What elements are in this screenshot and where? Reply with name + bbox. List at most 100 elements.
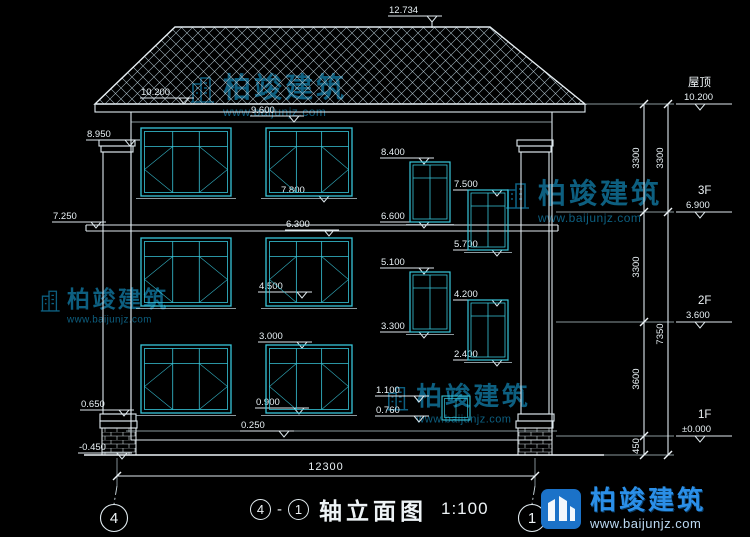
window (406, 271, 454, 335)
floor-elevation: 10.200 (684, 92, 713, 103)
elevation-marker: 8.400 (380, 147, 434, 165)
elevation-value: 8.400 (381, 147, 405, 158)
elevation-value: 4.200 (454, 289, 478, 300)
elevation-marker: 3.300 (380, 321, 434, 339)
elevation-marker: 5.700 (453, 239, 507, 257)
floor-elevation: ±0.000 (682, 424, 711, 435)
floor-elevation: 6.900 (686, 200, 710, 211)
elevation-marker: 4.500 (258, 281, 312, 299)
window (261, 237, 357, 309)
elevation-value: 1.100 (376, 385, 400, 396)
elevation-marker: 0.650 (80, 399, 134, 417)
axis-bubble-right: 1 (528, 510, 536, 527)
elevation-value: 8.950 (87, 129, 111, 140)
watermark-url: www.baijunjz.com (538, 211, 642, 225)
elevation-value: 10.200 (141, 87, 170, 98)
axis-circle-end: 1 (288, 498, 309, 520)
floor-name: 2F (698, 295, 711, 307)
elevation-value: 0.900 (256, 397, 280, 408)
elevation-value: 9.600 (251, 105, 275, 116)
floor-name: 3F (698, 185, 711, 197)
elevation-marker: 0.760 (375, 405, 429, 423)
axis-bubble-left: 4 (110, 510, 118, 527)
elevation-value: 2.400 (454, 349, 478, 360)
drawing-title: 4 - 1 轴立面图 1:100 (250, 492, 489, 526)
elevation-value: 3.300 (381, 321, 405, 332)
window (136, 344, 236, 416)
window (441, 395, 471, 421)
title-scale: 1:100 (441, 499, 489, 518)
elevation-marker: -0.450 (78, 442, 132, 460)
brand-url: www.baijunjz.com (590, 516, 702, 531)
brand-logo-icon (40, 290, 60, 312)
axis-circle-start: 4 (250, 498, 271, 520)
elevation-marker: 7.250 (52, 211, 106, 229)
window (464, 299, 512, 363)
elevation-value: 3.000 (259, 331, 283, 342)
floor-elevation: 3.600 (686, 310, 710, 321)
foundation (84, 420, 604, 456)
right-column (516, 139, 555, 422)
axis-dash: - (277, 500, 282, 518)
elevation-marker: 9.600 (250, 105, 304, 123)
roof (93, 26, 587, 113)
brand-logo-icon (386, 386, 409, 411)
elevation-value: 5.700 (454, 239, 478, 250)
window (136, 127, 236, 199)
elevation-marker: 12.734 (388, 5, 442, 23)
watermark: 柏竣建筑 www.baijunjz.com (386, 384, 530, 425)
dim-value: 3300 (631, 147, 642, 168)
elevation-marker: 5.100 (380, 257, 434, 275)
watermark-url: www.baijunjz.com (416, 412, 512, 426)
dim-value: 3300 (655, 147, 666, 168)
brand-logo: 柏竣建筑 www.baijunjz.com (540, 487, 706, 531)
elevation-marker: 1.100 (375, 385, 429, 403)
elevation-marker: 7.800 (280, 185, 334, 203)
floor-label-3f: 3F 6.900 (676, 185, 732, 219)
window (406, 161, 454, 225)
dim-value: 3300 (631, 256, 642, 277)
window (136, 237, 236, 309)
dim-value: 3600 (631, 368, 642, 389)
elevation-value: 5.100 (381, 257, 405, 268)
elevation-value: 6.600 (381, 211, 405, 222)
elevation-value: 0.250 (241, 420, 265, 431)
watermark-brand: 柏竣建筑 (416, 382, 531, 411)
elevation-value: 0.650 (81, 399, 105, 410)
elevation-marker: 6.300 (285, 219, 339, 237)
floor-label-roof: 屋顶 10.200 (676, 76, 732, 111)
floor-name: 屋顶 (688, 76, 711, 89)
brand-name: 柏竣建筑 (590, 485, 707, 515)
elevation-value: 7.800 (281, 185, 305, 196)
floor-name: 1F (698, 409, 711, 421)
elevation-marker: 2.400 (453, 349, 507, 367)
floor-label-2f: 2F 3.600 (676, 295, 732, 329)
right-dimensions: 3300 3300 3600 450 3300 7350 (556, 99, 674, 460)
window (261, 344, 357, 416)
elevation-value: 4.500 (259, 281, 283, 292)
axis-bubbles: 4 1 (99, 485, 547, 533)
elevation-value: 0.760 (376, 405, 400, 416)
floor-label-1f: 1F ±0.000 (676, 409, 732, 443)
window (261, 127, 357, 199)
elevation-value: 12.734 (389, 5, 418, 16)
dim-value: 450 (631, 438, 642, 454)
watermark-brand: 柏竣建筑 (538, 178, 663, 209)
elevation-value: 7.250 (53, 211, 77, 222)
elevation-marker: 8.950 (86, 129, 140, 147)
elevation-marker: 0.900 (255, 397, 309, 415)
elevation-value: -0.450 (79, 442, 106, 453)
window (464, 189, 512, 253)
elevation-marker: 4.200 (453, 289, 507, 307)
bottom-width-value: 12300 (308, 461, 344, 473)
elevation-marker: 0.250 (240, 420, 294, 438)
elevation-value: 6.300 (286, 219, 310, 230)
dim-value: 7350 (655, 323, 666, 344)
watermark: 柏竣建筑 www.baijunjz.com (505, 180, 662, 225)
watermark-url: www.baijunjz.com (67, 313, 152, 325)
brand-logo-icon (541, 489, 581, 529)
bottom-dimension: 12300 (112, 458, 540, 486)
title-text: 轴立面图 (319, 498, 427, 524)
